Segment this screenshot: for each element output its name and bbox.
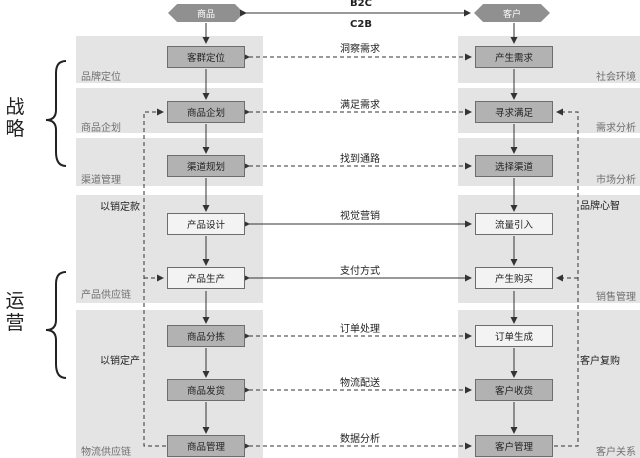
zone-label-customer-relationship: 客户关系 bbox=[596, 447, 636, 458]
note-sell-to-produce: 以销定产 bbox=[100, 356, 140, 367]
b2c-label: B2C bbox=[350, 0, 372, 9]
zone-label-market-analysis: 市场分析 bbox=[596, 175, 636, 186]
node-product-planning: 商品企划 bbox=[167, 101, 245, 123]
node-shipping: 商品发货 bbox=[167, 379, 245, 401]
zone-label-product-supply-chain: 产品供应链 bbox=[81, 290, 131, 301]
zone-label-brand-positioning: 品牌定位 bbox=[81, 72, 121, 83]
link-label-logistics-delivery: 物流配送 bbox=[340, 378, 380, 389]
merchant-actor: 商品 bbox=[168, 4, 244, 22]
link-label-insight-demand: 洞察需求 bbox=[340, 44, 380, 55]
link-label-find-channel: 找到通路 bbox=[340, 154, 380, 165]
note-brand-mindshare: 品牌心智 bbox=[580, 201, 620, 212]
link-label-order-processing: 订单处理 bbox=[340, 324, 380, 335]
note-repeat-purchase: 客户复购 bbox=[580, 356, 620, 367]
node-purchase: 产生购买 bbox=[475, 267, 553, 289]
note-sell-to-design: 以销定款 bbox=[100, 202, 140, 213]
strategy-label: 战略 bbox=[5, 96, 25, 140]
node-choose-channel: 选择渠道 bbox=[475, 155, 553, 177]
node-channel-planning: 渠道规划 bbox=[167, 155, 245, 177]
operation-label: 运营 bbox=[5, 290, 25, 334]
node-seek-satisfaction: 寻求满足 bbox=[475, 101, 553, 123]
zone-label-demand-analysis: 需求分析 bbox=[596, 123, 636, 134]
node-demand-arises: 产生需求 bbox=[475, 46, 553, 68]
node-sorting: 商品分拣 bbox=[167, 325, 245, 347]
node-customer-targeting: 客群定位 bbox=[167, 46, 245, 68]
node-customer-management: 客户管理 bbox=[475, 435, 553, 457]
customer-actor: 客户 bbox=[474, 4, 550, 22]
node-order-created: 订单生成 bbox=[475, 325, 553, 347]
c2b-label: C2B bbox=[350, 19, 372, 30]
zone-label-sales-management: 销售管理 bbox=[596, 292, 636, 303]
link-label-data-analysis: 数据分析 bbox=[340, 434, 380, 445]
zone-label-logistics-supply-chain: 物流供应链 bbox=[81, 447, 131, 458]
zone-label-product-planning: 商品企划 bbox=[81, 123, 121, 134]
node-product-design: 产品设计 bbox=[167, 213, 245, 235]
node-production: 产品生产 bbox=[167, 267, 245, 289]
link-label-satisfy-demand: 满足需求 bbox=[340, 100, 380, 111]
link-label-visual-marketing: 视觉营销 bbox=[340, 211, 380, 222]
node-product-management: 商品管理 bbox=[167, 435, 245, 457]
link-label-payment-method: 支付方式 bbox=[340, 266, 380, 277]
node-customer-receipt: 客户收货 bbox=[475, 379, 553, 401]
node-traffic-acquisition: 流量引入 bbox=[475, 213, 553, 235]
zone-label-social-environment: 社会环境 bbox=[596, 72, 636, 83]
zone-label-channel-management: 渠道管理 bbox=[81, 175, 121, 186]
